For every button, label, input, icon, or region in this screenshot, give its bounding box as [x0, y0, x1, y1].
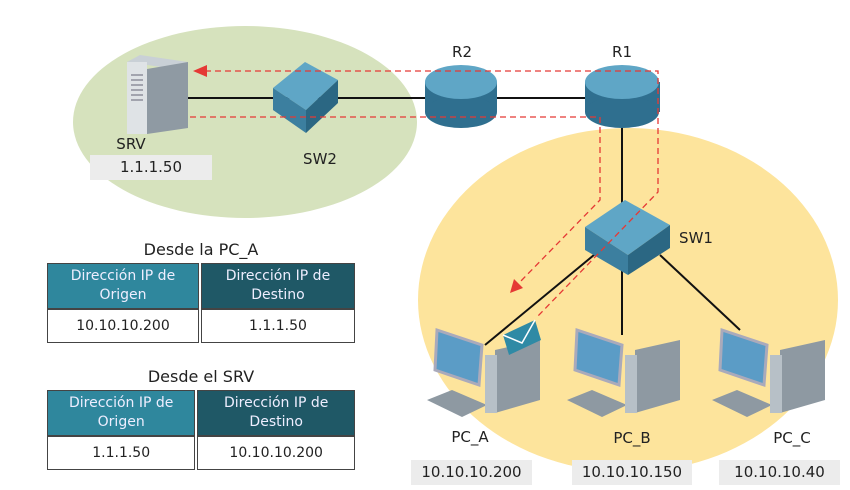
destination-value: 10.10.10.200 [197, 436, 355, 470]
pc-icons [427, 327, 825, 417]
pc-c-ip: 10.10.10.40 [719, 460, 840, 485]
pc-icon [567, 327, 680, 417]
srv-label: SRV [116, 135, 146, 153]
header-origin: Dirección IP de Origen [47, 263, 199, 309]
arrow-to-srv [193, 65, 207, 77]
packet-path [190, 70, 659, 318]
table-title: Desde el SRV [147, 367, 255, 386]
pc-a-label: PC_A [451, 428, 489, 446]
destination-value: 1.1.1.50 [200, 309, 355, 343]
header-destination: Dirección IP de Destino [197, 390, 355, 436]
pc-b-label: PC_B [613, 429, 651, 447]
pc-b-ip: 10.10.10.150 [572, 460, 692, 485]
sw2-label: SW2 [303, 150, 337, 168]
header-destination: Dirección IP de Destino [200, 263, 355, 309]
srv-zone [73, 26, 417, 218]
origin-value: 10.10.10.200 [47, 309, 199, 343]
sw1-label: SW1 [679, 229, 713, 247]
arrow-to-pc-a [510, 279, 523, 293]
pc-a-ip: 10.10.10.200 [411, 460, 532, 485]
header-origin: Dirección IP de Origen [47, 390, 196, 436]
router-icon [585, 65, 660, 128]
pc-c-label: PC_C [773, 429, 811, 447]
switch-icon [585, 200, 670, 275]
envelope-icon [502, 319, 541, 355]
router-icon [425, 65, 497, 128]
links [185, 97, 741, 346]
switch-icon [273, 62, 338, 133]
srv-ip: 1.1.1.50 [90, 155, 212, 180]
srv-icon [127, 55, 188, 134]
pc-icon [712, 327, 825, 417]
lan-zone [418, 128, 838, 472]
r2-label: R2 [452, 43, 472, 61]
pc-icon [427, 327, 540, 417]
r1-label: R1 [612, 43, 632, 61]
origin-value: 1.1.1.50 [47, 436, 196, 470]
table-title: Desde la PC_A [143, 240, 259, 259]
